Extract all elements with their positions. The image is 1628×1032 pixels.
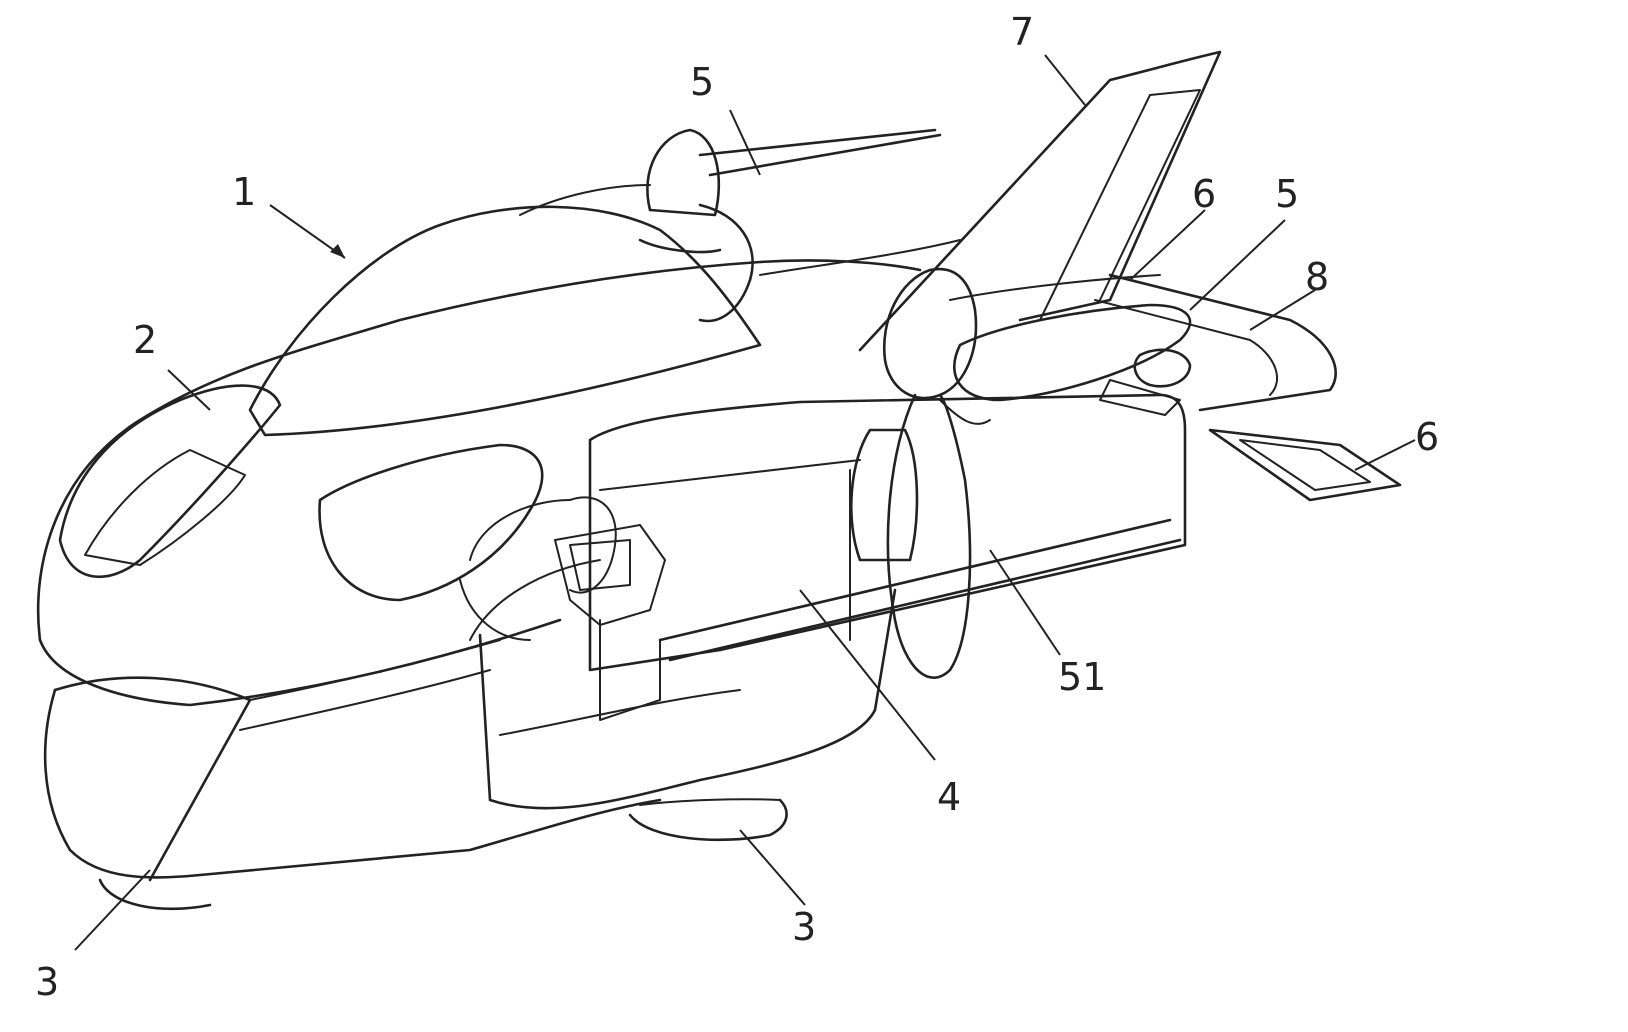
label-3-front: 3: [35, 960, 59, 1004]
vertical-fin: [759, 50, 1222, 352]
label-7: 7: [1010, 10, 1034, 54]
label-3-mid: 3: [792, 905, 816, 949]
label-6-upper: 6: [1192, 172, 1216, 216]
label-8: 8: [1305, 255, 1329, 299]
label-6-lower: 6: [1415, 415, 1439, 459]
label-1: 1: [232, 170, 256, 214]
leader-lines: [74, 54, 1416, 951]
label-51: 51: [1058, 655, 1106, 699]
label-4: 4: [937, 775, 961, 819]
label-5-top: 5: [690, 60, 714, 104]
fuselage: [36, 259, 922, 882]
front-propeller: [850, 267, 1161, 679]
label-2: 2: [133, 318, 157, 362]
tail-assembly: [953, 273, 1402, 502]
top-rotor: [519, 128, 942, 323]
reference-labels: 1 2 5 7 6 5 8 6 51 4 3 3: [35, 10, 1439, 1004]
canopy: [58, 205, 762, 641]
label-5-rear: 5: [1275, 172, 1299, 216]
wing-module: [459, 393, 1187, 810]
wheels: [98, 798, 788, 911]
